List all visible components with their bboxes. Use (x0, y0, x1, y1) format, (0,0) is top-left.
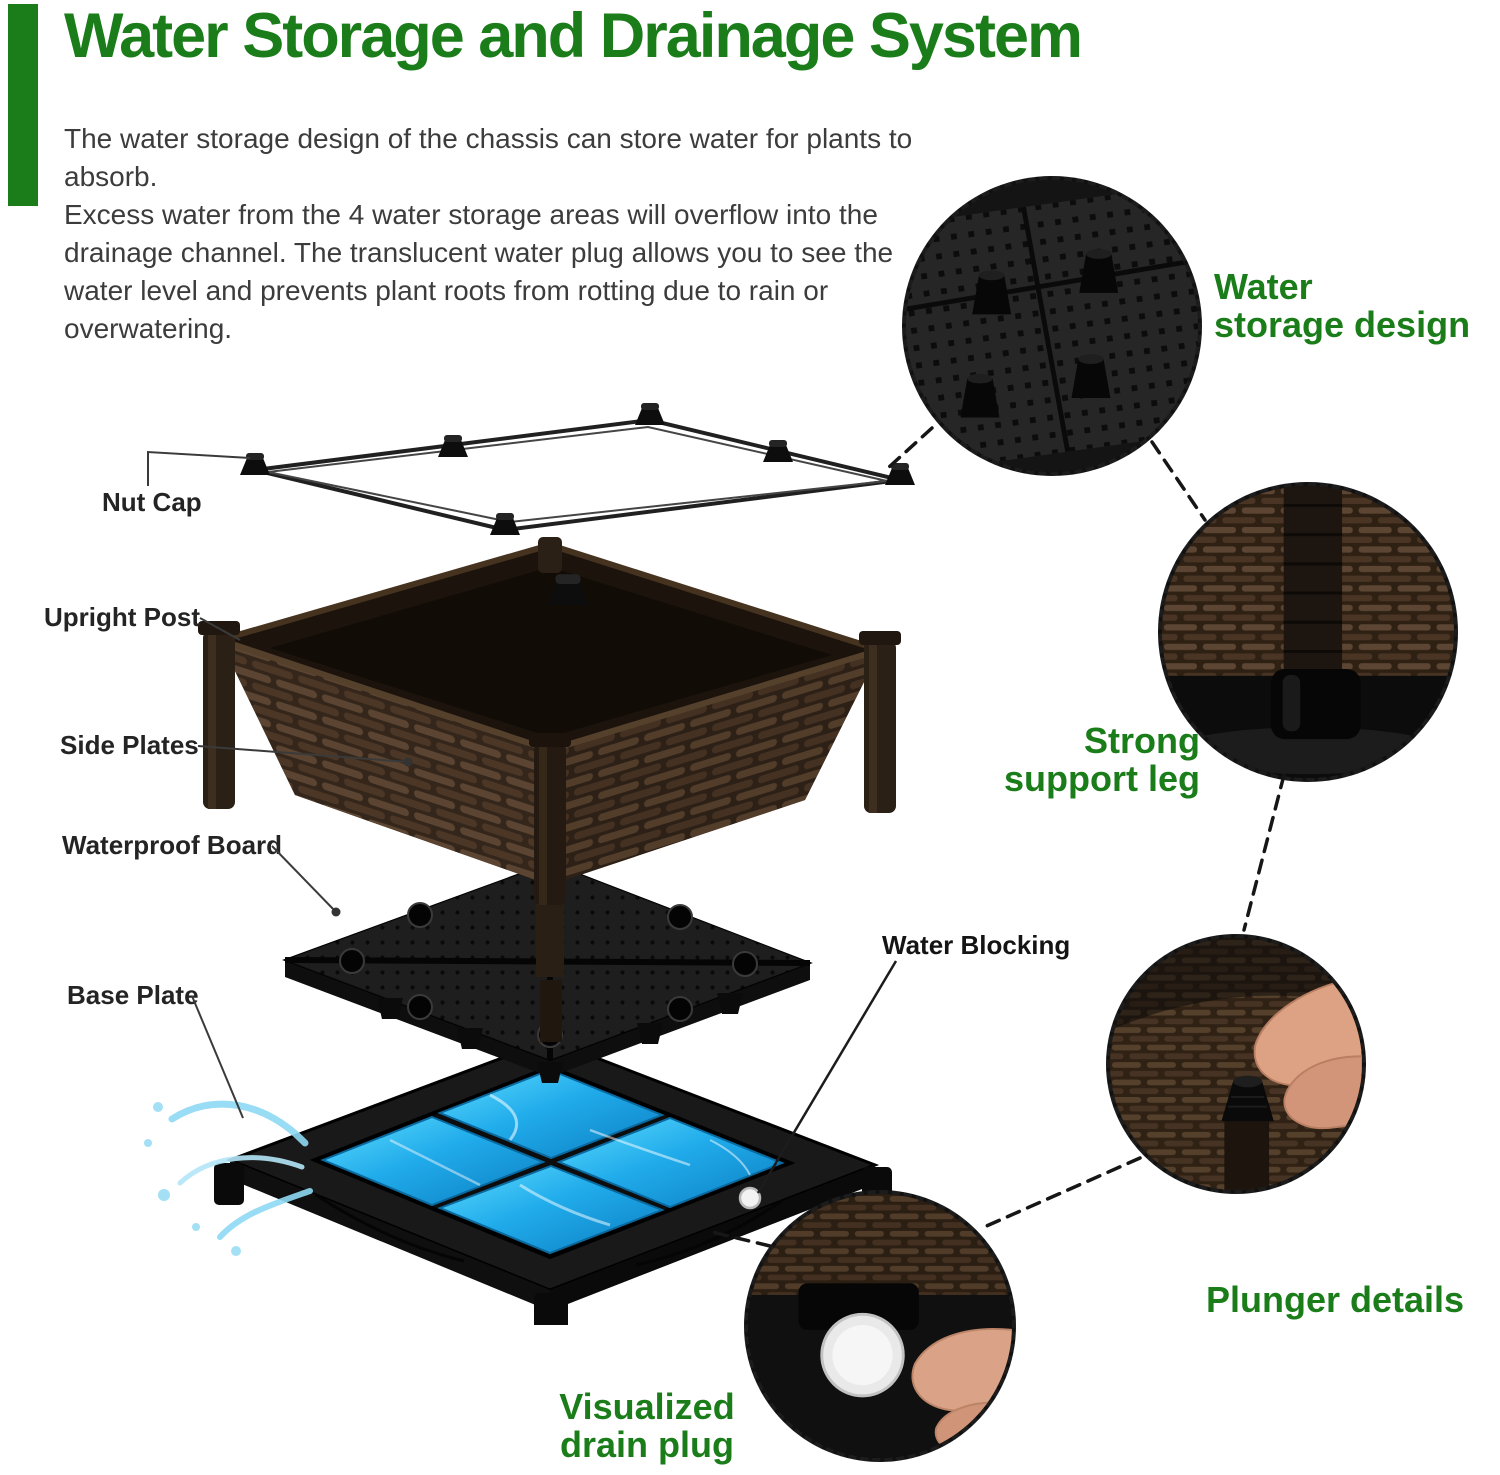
water-storage-closeup (906, 180, 1198, 472)
drain-plug (738, 1186, 762, 1210)
callout-label-plunger: Plunger details (1206, 1279, 1486, 1320)
part-label-base-plate: Base Plate (67, 980, 199, 1010)
exploded-planter-diagram (144, 403, 915, 1325)
water-blocking-pointer-line (756, 960, 898, 1194)
page-title: Water Storage and Drainage System (64, 1, 1083, 71)
callout-label-drain-plug: Visualized drain plug (516, 1386, 778, 1466)
callout-label-line: Strong (1084, 720, 1200, 761)
callout-circle-plunger (1106, 934, 1366, 1194)
title-accent-bar (8, 4, 38, 206)
drain-plug-closeup (748, 1194, 1012, 1458)
intro-paragraph-1: The water storage design of the chassis … (64, 123, 913, 193)
top-frame (240, 403, 915, 605)
base-plate-layer (214, 1038, 892, 1325)
callout-label-line: storage design (1214, 304, 1471, 346)
support-leg-closeup (1162, 486, 1454, 778)
callout-label-line: Plunger details (1206, 1279, 1465, 1320)
part-label-upright-post: Upright Post (44, 602, 200, 632)
part-label-nut-cap: Nut Cap (102, 487, 202, 517)
callout-label-line: support leg (1004, 758, 1200, 800)
part-label-waterproof-board: Waterproof Board (62, 830, 283, 860)
water-storage-pools (320, 1068, 785, 1255)
callout-label-water-storage: Water storage design (1214, 266, 1471, 346)
plunger-closeup (1110, 938, 1362, 1190)
callout-circle-water-storage (902, 176, 1202, 476)
callout-label-support-leg: Strong support leg (960, 720, 1200, 800)
intro-text: The water storage design of the chassis … (64, 120, 919, 348)
callout-label-line: Water (1214, 266, 1313, 307)
part-label-water-blocking: Water Blocking (882, 930, 1071, 960)
callout-circle-support-leg (1158, 482, 1458, 782)
upright-posts (198, 537, 901, 905)
callout-label-line: drain plug (560, 1424, 734, 1466)
callout-circle-drain-plug (744, 1190, 1016, 1462)
callout-label-line: Visualized (559, 1386, 735, 1427)
intro-paragraph-2: Excess water from the 4 water storage ar… (64, 199, 894, 345)
part-label-side-plates: Side Plates (60, 730, 199, 760)
